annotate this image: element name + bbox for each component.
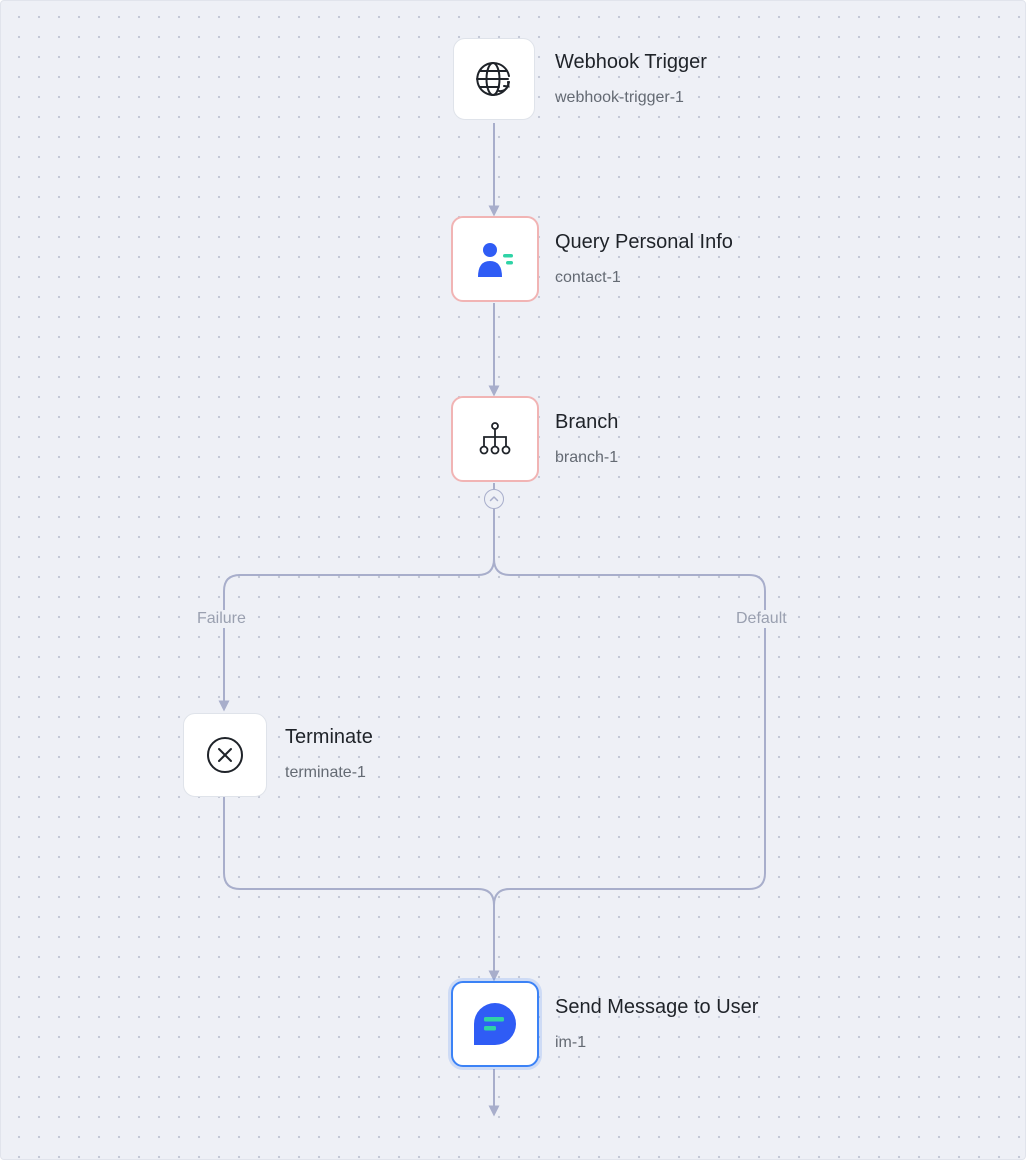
- branch-label-failure: Failure: [195, 610, 248, 628]
- node-branch[interactable]: [451, 396, 539, 482]
- person-list-icon: [478, 243, 513, 277]
- edge-terminate-to-merge: [223, 797, 495, 906]
- branch-label-default: Default: [734, 610, 789, 628]
- node-title: Query Personal Info: [555, 231, 733, 253]
- node-subtitle: webhook-trigger-1: [555, 89, 684, 106]
- node-webhook-trigger[interactable]: [453, 38, 535, 120]
- edge-branch-default: [488, 558, 766, 982]
- node-subtitle: contact-1: [555, 269, 621, 286]
- node-title: Send Message to User: [555, 996, 759, 1018]
- chevron-up-icon: [489, 496, 499, 502]
- node-title: Webhook Trigger: [555, 51, 707, 73]
- node-terminate[interactable]: [183, 713, 267, 797]
- edge-branch-failure: [218, 509, 495, 712]
- node-subtitle: im-1: [555, 1034, 587, 1051]
- node-subtitle: terminate-1: [285, 764, 366, 781]
- node-query-personal-info[interactable]: [451, 216, 539, 302]
- node-send-message[interactable]: [451, 981, 539, 1067]
- branch-tree-icon: [479, 422, 511, 455]
- close-circle-icon: [207, 737, 243, 773]
- node-subtitle: branch-1: [555, 449, 619, 466]
- globe-icon: [476, 62, 510, 96]
- chat-bubble-icon: [474, 1003, 516, 1045]
- node-title: Branch: [555, 411, 619, 433]
- branch-collapse-button[interactable]: [484, 489, 504, 509]
- node-title: Terminate: [285, 726, 373, 748]
